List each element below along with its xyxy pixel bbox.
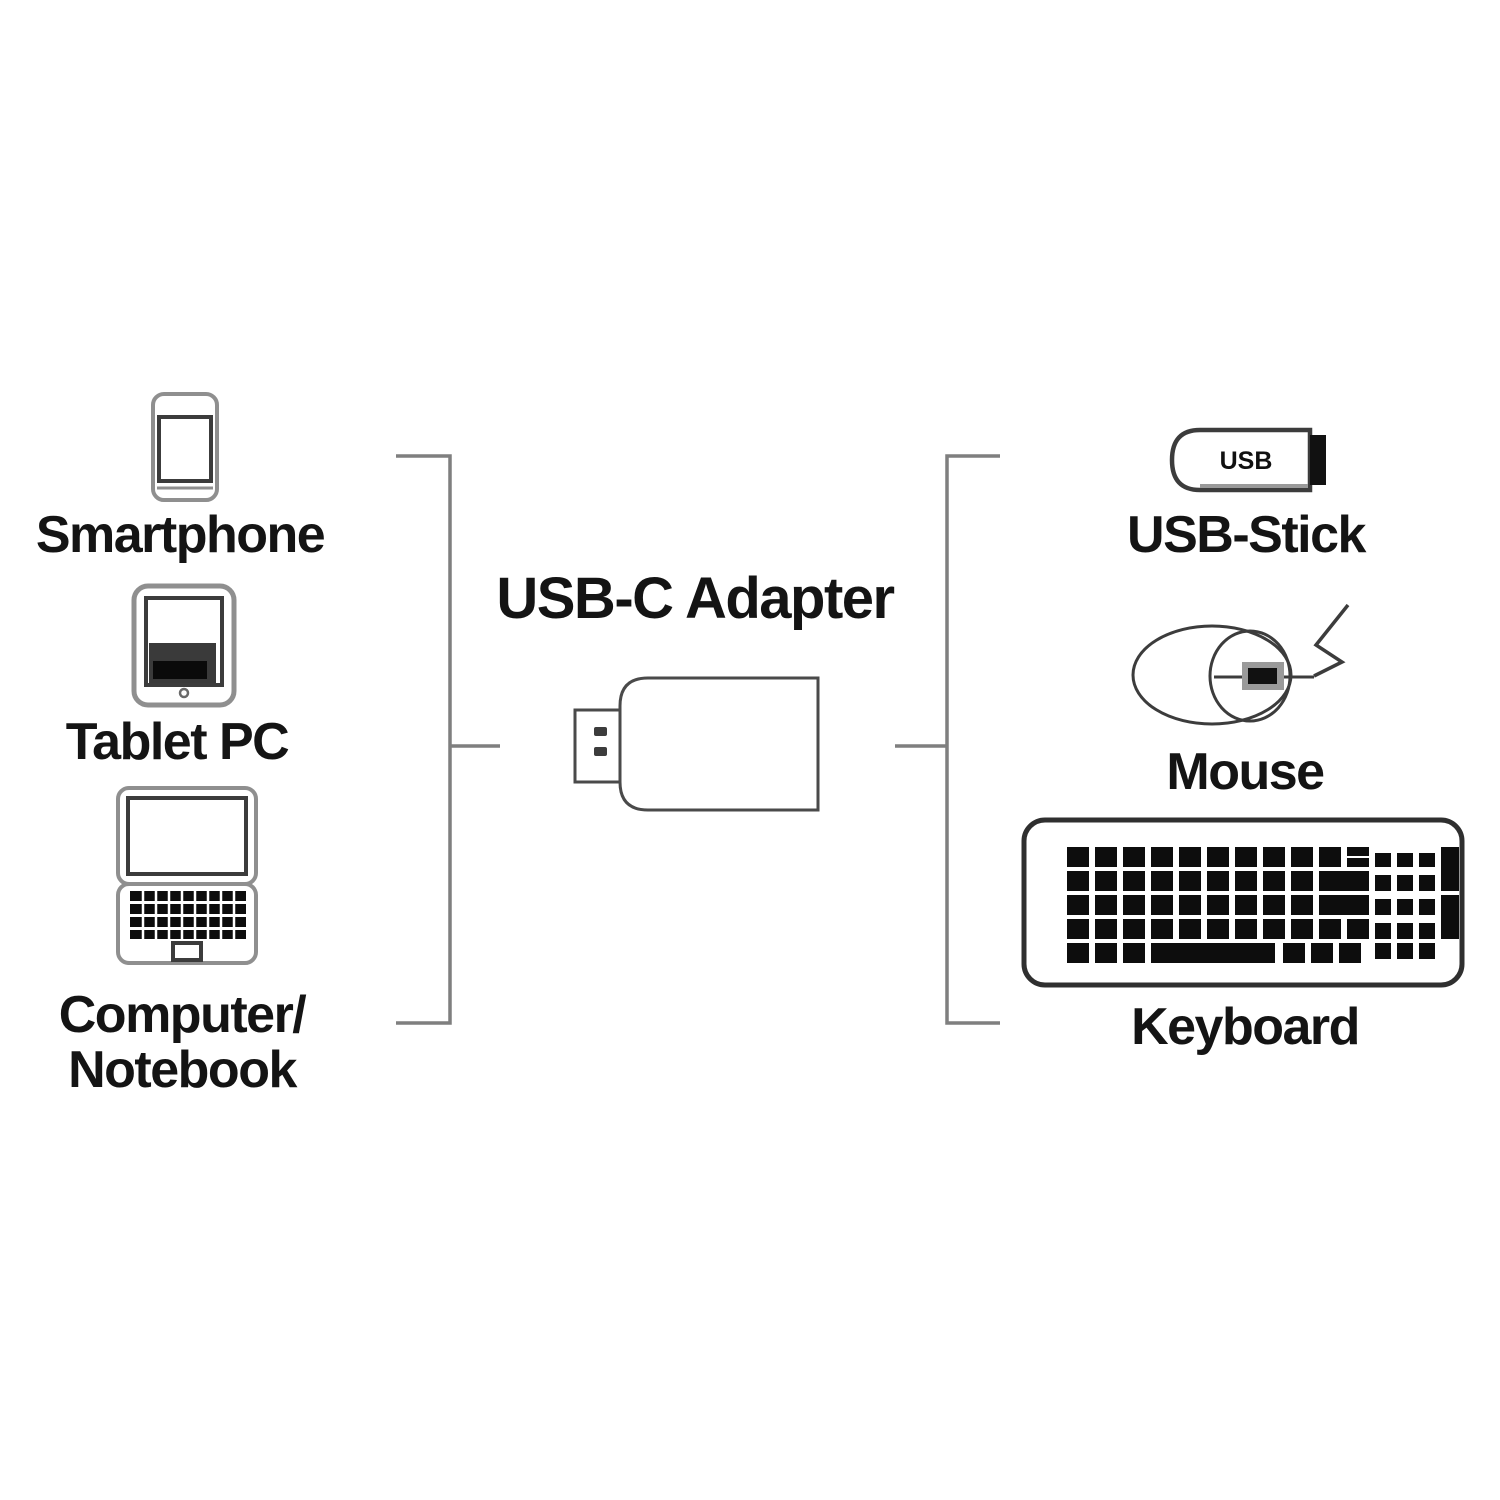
computer-notebook-label: Computer/ Notebook — [32, 986, 332, 1100]
keyboard-icon — [1021, 817, 1465, 988]
keyboard-keys — [1067, 847, 1459, 963]
laptop-key-gaps — [141, 889, 236, 941]
right-bracket — [895, 454, 1000, 1025]
smartphone-label: Smartphone — [35, 506, 326, 564]
computer-label-line2: Notebook — [68, 1041, 297, 1100]
computer-label-line1: Computer/ — [58, 986, 307, 1044]
laptop-icon — [116, 786, 258, 965]
smartphone-icon — [151, 392, 219, 502]
adapter-title: USB-C Adapter — [496, 566, 895, 631]
left-bracket — [396, 454, 500, 1025]
keyboard-label: Keyboard — [1131, 998, 1360, 1056]
usb-c-adapter-icon — [573, 676, 820, 812]
usb-stick-badge-text: USB — [1220, 447, 1273, 475]
tablet-icon — [131, 583, 237, 708]
usb-stick-label: USB-Stick — [1127, 506, 1366, 564]
mouse-icon — [1131, 603, 1350, 726]
laptop-keys — [130, 891, 246, 939]
mouse-label: Mouse — [1166, 743, 1325, 801]
tablet-label: Tablet PC — [65, 713, 290, 771]
usb-stick-icon: USB — [1169, 427, 1326, 493]
